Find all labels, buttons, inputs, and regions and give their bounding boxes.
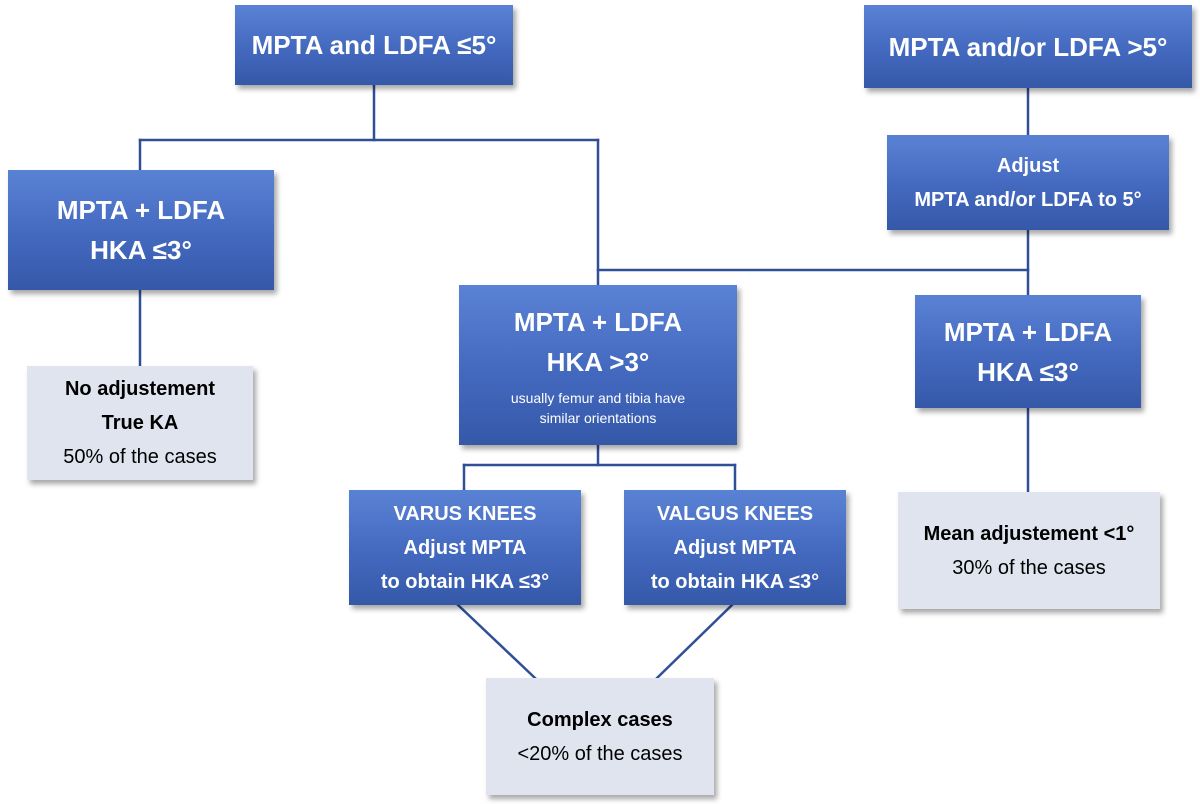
node-text: to obtain HKA ≤3° [650, 570, 820, 593]
node-adjust-to-5: Adjust MPTA and/or LDFA to 5° [887, 135, 1169, 230]
node-text: MPTA + LDFA [513, 307, 683, 337]
node-text: MPTA + LDFA [943, 316, 1113, 347]
node-text: Adjust MPTA [403, 536, 527, 559]
node-right-hka-le3: MPTA + LDFA HKA ≤3° [915, 295, 1141, 408]
node-no-adjustment: No adjustement True KA 50% of the cases [27, 366, 253, 480]
connector-varus-to-complex [456, 603, 537, 680]
node-varus-knees: VARUS KNEES Adjust MPTA to obtain HKA ≤3… [349, 490, 581, 605]
node-text: VALGUS KNEES [656, 502, 814, 525]
node-text: Mean adjustement <1° [923, 522, 1135, 545]
node-text: HKA ≤3° [977, 356, 1079, 387]
node-text: MPTA and/or LDFA to 5° [914, 188, 1142, 211]
node-text: 50% of the cases [63, 446, 217, 468]
node-text: MPTA and/or LDFA >5° [888, 31, 1168, 62]
node-note: usually femur and tibia have [510, 390, 686, 406]
node-text: No adjustement [64, 378, 216, 400]
node-center-hka-gt3: MPTA + LDFA HKA >3° usually femur and ti… [459, 285, 737, 445]
node-text: MPTA and LDFA ≤5° [251, 30, 497, 60]
node-text: 30% of the cases [952, 556, 1106, 579]
node-text: VARUS KNEES [393, 502, 537, 525]
node-text: to obtain HKA ≤3° [380, 570, 550, 593]
node-text: True KA [101, 412, 179, 434]
node-note: similar orientations [539, 410, 657, 426]
node-mean-adjustment: Mean adjustement <1° 30% of the cases [898, 492, 1160, 609]
node-complex-cases: Complex cases <20% of the cases [486, 678, 714, 795]
node-mpta-ldfa-gt5: MPTA and/or LDFA >5° [864, 5, 1192, 88]
node-valgus-knees: VALGUS KNEES Adjust MPTA to obtain HKA ≤… [624, 490, 846, 605]
node-left-hka-le3: MPTA + LDFA HKA ≤3° [8, 170, 274, 290]
node-text: <20% of the cases [517, 742, 683, 765]
node-text: Adjust [996, 154, 1060, 177]
node-text: Adjust MPTA [673, 536, 797, 559]
connector-valgus-to-complex [655, 603, 734, 680]
node-text: MPTA + LDFA [56, 195, 226, 225]
node-mpta-ldfa-le5: MPTA and LDFA ≤5° [235, 5, 513, 85]
node-text: HKA ≤3° [90, 235, 192, 265]
node-text: HKA >3° [546, 347, 650, 377]
node-text: Complex cases [527, 708, 673, 731]
